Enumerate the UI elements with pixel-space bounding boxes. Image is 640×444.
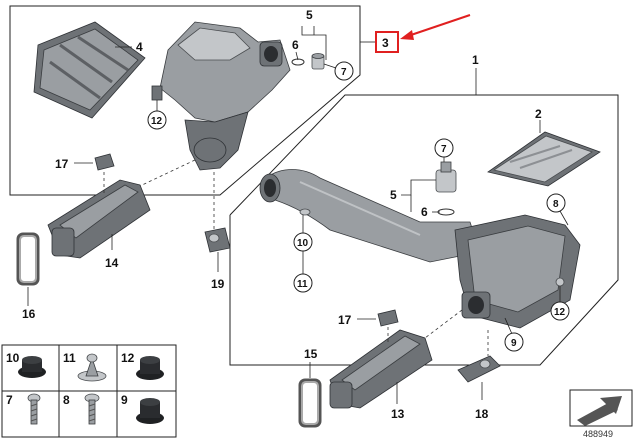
grommet-10 <box>18 356 46 378</box>
view-direction-icon <box>569 389 633 427</box>
foam-pad-17-left[interactable] <box>94 153 115 171</box>
callout-circle-12-right <box>550 301 570 321</box>
intake-snorkel-13[interactable] <box>329 329 433 409</box>
grommet-9 <box>136 398 164 424</box>
callout-circle-12-top <box>147 110 167 130</box>
callout-circle-7-right <box>434 138 454 158</box>
callout-5-top: 5 <box>306 8 313 22</box>
callout-17-left: 17 <box>55 157 69 171</box>
intake-duct-hose[interactable] <box>259 169 481 263</box>
hardware-legend-grid <box>1 344 177 438</box>
callout-13: 13 <box>391 407 405 421</box>
screw-7 <box>27 393 41 425</box>
leader-9 <box>504 317 513 335</box>
callout-17-bottom: 17 <box>338 313 352 327</box>
grommet-12 <box>136 356 164 380</box>
assembly-box-3 <box>9 5 361 196</box>
upper-air-filter-housing[interactable] <box>159 21 291 171</box>
callout-19: 19 <box>211 277 225 291</box>
lower-air-filter-housing[interactable] <box>454 214 581 329</box>
callout-circle-9 <box>504 332 524 352</box>
air-filter-element-4[interactable] <box>33 21 146 119</box>
callout-3-highlight <box>375 31 399 53</box>
callout-16: 16 <box>22 307 36 321</box>
callout-9: 9 <box>511 338 517 349</box>
air-filter-element-2[interactable] <box>487 131 601 187</box>
callout-1: 1 <box>472 53 479 67</box>
legend-label-8: 8 <box>63 393 70 407</box>
callout-4: 4 <box>136 40 143 54</box>
red-pointer-arrow <box>400 14 471 40</box>
callout-15: 15 <box>304 347 318 361</box>
dashed-line-housing-to-snorkel <box>139 159 196 187</box>
legend-label-9: 9 <box>121 393 128 407</box>
legend-label-7: 7 <box>6 393 13 407</box>
callout-7-right: 7 <box>441 144 447 155</box>
bracket-18[interactable] <box>457 355 501 383</box>
callout-2: 2 <box>535 107 542 121</box>
callout-circle-7-top <box>334 61 354 81</box>
screw-8 <box>84 393 100 425</box>
bracket-19[interactable] <box>204 227 231 253</box>
callout-6-right: 6 <box>421 205 428 219</box>
leader-6-top <box>295 51 299 61</box>
screw-12-top[interactable] <box>151 85 163 101</box>
callout-14: 14 <box>105 256 119 270</box>
foam-pad-17-bottom[interactable] <box>377 309 399 327</box>
legend-label-11: 11 <box>63 351 76 365</box>
callout-circle-8 <box>546 193 566 213</box>
callout-6-top: 6 <box>292 38 299 52</box>
dashed-line-housing-to-snorkel-bottom <box>424 309 463 339</box>
callout-11: 11 <box>297 279 308 290</box>
callout-12-top: 12 <box>151 116 163 127</box>
legend-label-12: 12 <box>121 351 135 365</box>
callout-12-right: 12 <box>554 307 566 318</box>
assembly-box-1 <box>229 94 619 366</box>
callout-5-right: 5 <box>390 188 397 202</box>
callout-8: 8 <box>553 199 559 210</box>
callout-circle-11 <box>293 273 313 293</box>
callout-7-top: 7 <box>341 67 347 78</box>
callout-3: 3 <box>382 36 389 50</box>
leader-8 <box>559 210 569 226</box>
leader-7-top <box>323 63 337 69</box>
callout-18: 18 <box>475 407 489 421</box>
sensor-group-right[interactable] <box>435 161 457 216</box>
push-rivet-11 <box>77 353 107 382</box>
diagram-number: 488949 <box>583 429 613 439</box>
leader-5-right <box>401 179 436 196</box>
seal-16[interactable] <box>16 232 40 286</box>
callout-10: 10 <box>297 238 309 249</box>
seal-15[interactable] <box>298 378 322 428</box>
intake-snorkel-14[interactable] <box>47 179 151 259</box>
legend-label-10: 10 <box>6 351 20 365</box>
